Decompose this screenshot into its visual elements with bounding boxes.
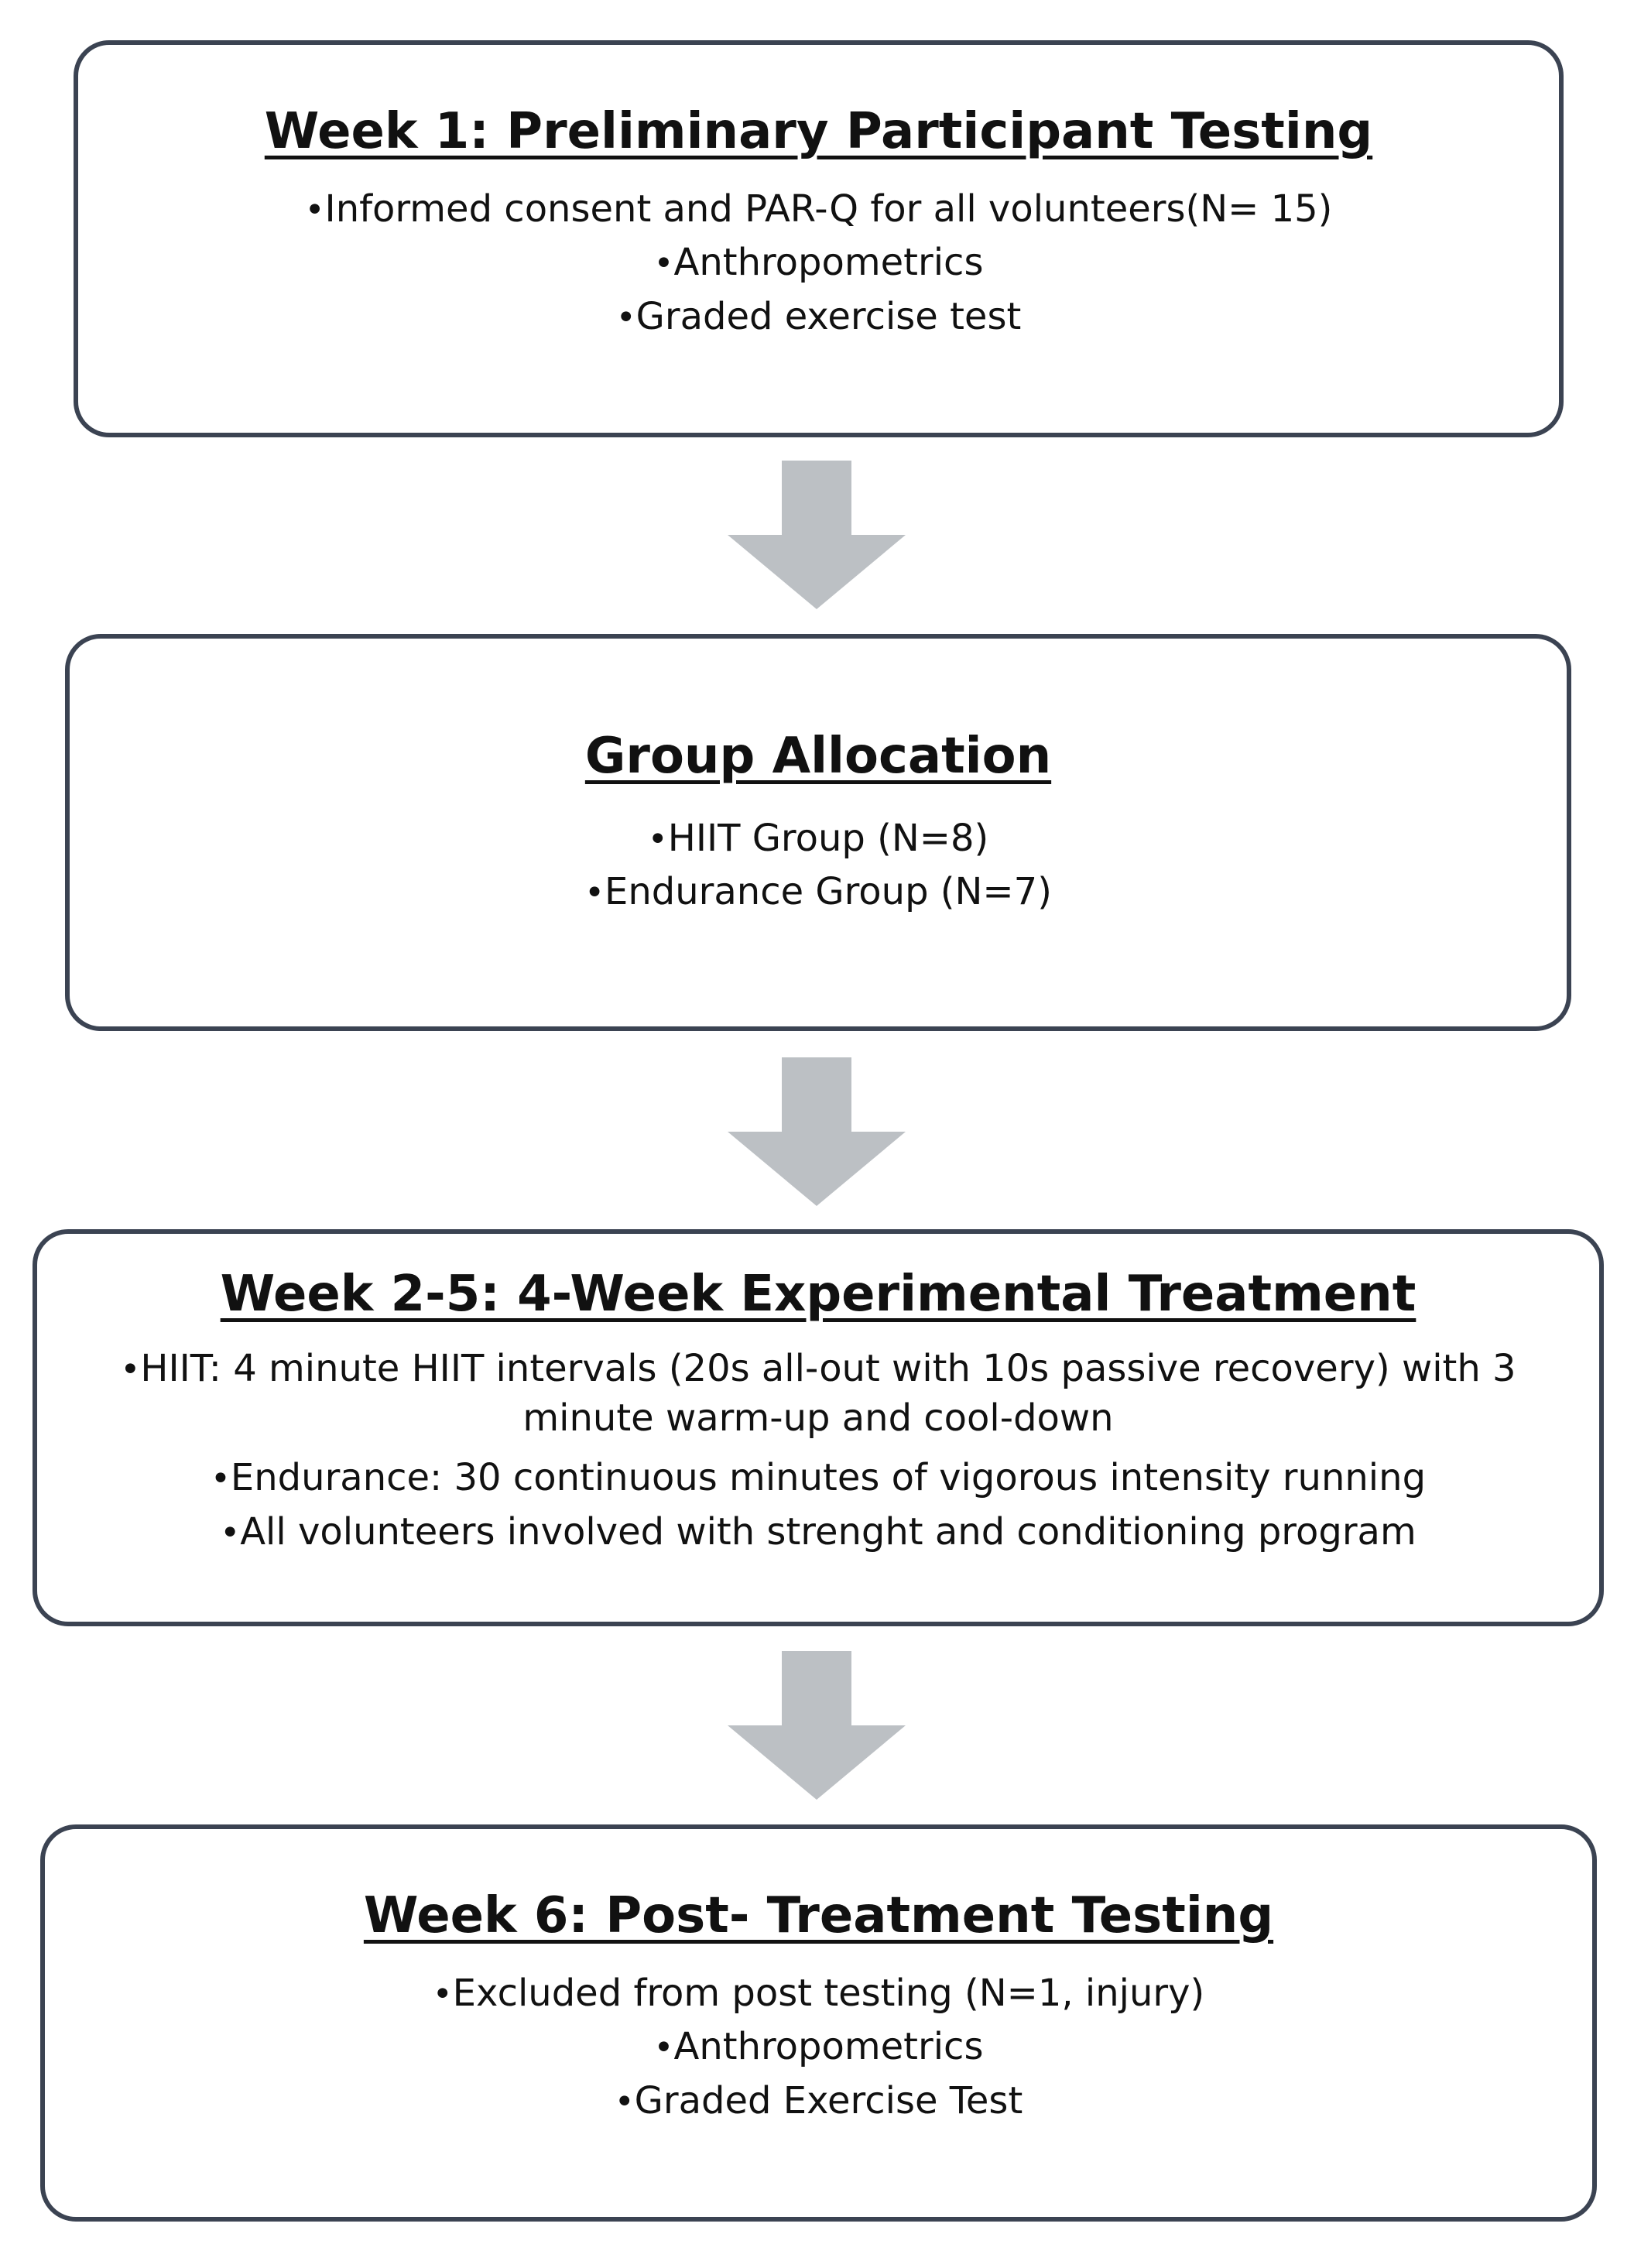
list-item-text: Graded exercise test [635, 294, 1022, 338]
list-item-text: Anthropometrics [673, 2025, 984, 2069]
list-item: •Anthropometrics [433, 2020, 1205, 2074]
list-item: •HIIT Group (N=8) [584, 812, 1052, 866]
list-item-text: HIIT: 4 minute HIIT intervals (20s all-o… [140, 1346, 1516, 1441]
step-title: Week 6: Post- Treatment Testing [363, 1887, 1274, 1944]
bullet-icon: • [653, 2028, 674, 2068]
bullet-icon: • [615, 297, 636, 337]
bullet-icon: • [304, 190, 325, 230]
step-box-week-2-5: Week 2-5: 4-Week Experimental Treatment … [33, 1229, 1604, 1626]
step-bullet-list: •HIIT Group (N=8) •Endurance Group (N=7) [584, 812, 1052, 920]
list-item: •Graded Exercise Test [433, 2074, 1205, 2129]
step-box-week-6: Week 6: Post- Treatment Testing •Exclude… [40, 1824, 1597, 2222]
step-bullet-list: •HIIT: 4 minute HIIT intervals (20s all-… [75, 1344, 1561, 1560]
list-item-text: Graded Exercise Test [634, 2078, 1023, 2122]
list-item-text: Informed consent and PAR-Q for all volun… [324, 187, 1333, 231]
list-item: •Endurance Group (N=7) [584, 865, 1052, 920]
list-item: •HIIT: 4 minute HIIT intervals (20s all-… [75, 1344, 1561, 1444]
down-arrow-icon [728, 1057, 906, 1206]
list-item-text: All volunteers involved with strenght an… [240, 1509, 1416, 1554]
list-item: •All volunteers involved with strenght a… [75, 1506, 1561, 1560]
down-arrow-icon [728, 461, 906, 609]
step-box-week-1: Week 1: Preliminary Participant Testing … [74, 40, 1564, 437]
list-item: •Graded exercise test [305, 290, 1333, 344]
list-item: •Endurance: 30 continuous minutes of vig… [75, 1451, 1561, 1506]
step-bullet-list: •Informed consent and PAR-Q for all volu… [305, 183, 1333, 344]
list-item: •Excluded from post testing (N=1, injury… [433, 1967, 1205, 2021]
bullet-icon: • [614, 2081, 635, 2122]
step-box-group-allocation: Group Allocation •HIIT Group (N=8) •Endu… [65, 634, 1571, 1031]
down-arrow-icon [728, 1651, 906, 1800]
bullet-icon: • [120, 1349, 141, 1389]
bullet-icon: • [220, 1513, 241, 1553]
step-title: Group Allocation [584, 728, 1052, 785]
list-item-text: Excluded from post testing (N=1, injury) [452, 1971, 1205, 2015]
step-title: Week 2-5: 4-Week Experimental Treatment [220, 1266, 1416, 1323]
bullet-icon: • [653, 244, 674, 284]
bullet-icon: • [432, 1974, 453, 2014]
bullet-icon: • [210, 1459, 231, 1499]
list-item: •Anthropometrics [305, 236, 1333, 290]
step-title: Week 1: Preliminary Participant Testing [264, 103, 1373, 160]
list-item-text: HIIT Group (N=8) [667, 816, 989, 860]
list-item-text: Anthropometrics [673, 241, 984, 285]
list-item: •Informed consent and PAR-Q for all volu… [305, 183, 1333, 237]
bullet-icon: • [647, 819, 668, 859]
list-item-text: Endurance: 30 continuous minutes of vigo… [230, 1456, 1427, 1500]
bullet-icon: • [584, 873, 605, 913]
list-item-text: Endurance Group (N=7) [605, 870, 1052, 914]
step-bullet-list: •Excluded from post testing (N=1, injury… [433, 1967, 1205, 2129]
